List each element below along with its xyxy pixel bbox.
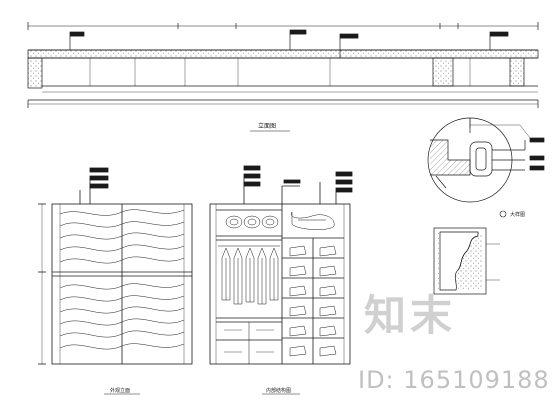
top-elevation-caption: 立面图 [258,122,276,130]
right-column [432,57,454,87]
detail-circle [427,117,545,203]
small-section [433,227,500,295]
left-column [27,57,43,89]
hanging-garments [221,247,279,305]
top-elevation [27,22,539,108]
shelf-items [289,211,337,357]
interior-caption: 内部结构图 [266,387,291,394]
end-column [509,57,525,87]
watermark-brand: 知末 [364,291,457,340]
left-elevation-caption: 外观立面 [110,387,130,394]
watermark-id: ID: 165109188 [358,366,550,394]
wood-grain [59,209,185,350]
ceiling-band [27,49,539,59]
left-cabinet [38,167,193,365]
interior-cabinet [209,165,353,365]
folded-clothes [225,215,279,229]
detail-caption: 大样图 [510,211,525,218]
